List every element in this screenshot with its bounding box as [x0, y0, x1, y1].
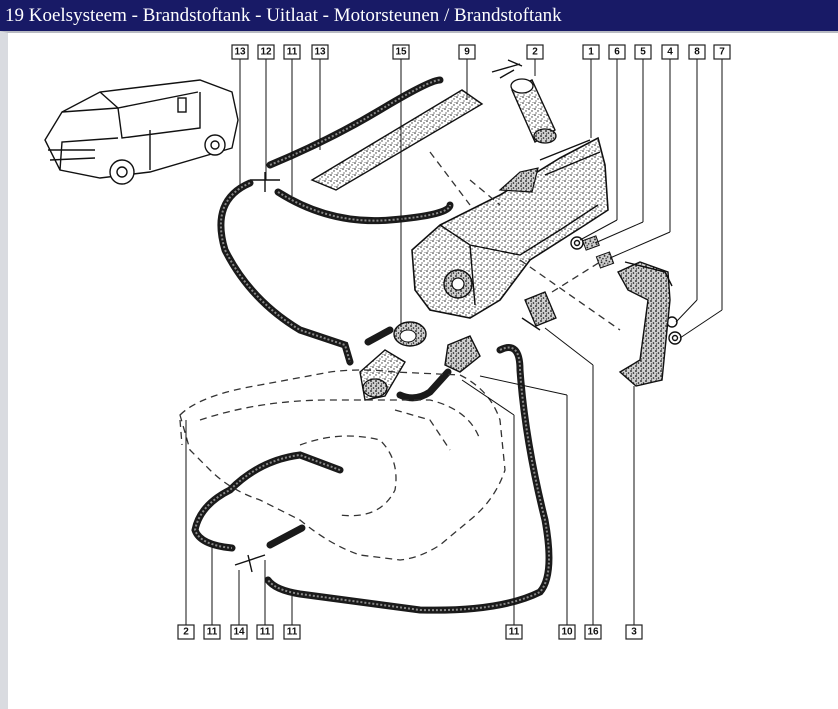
callout-11-e: 11	[505, 624, 523, 640]
svg-text:16: 16	[587, 627, 599, 638]
callout-9: 9	[458, 44, 476, 60]
callout-1: 1	[582, 44, 600, 60]
callout-11-c: 11	[256, 624, 274, 640]
svg-text:13: 13	[234, 47, 246, 58]
callout-labels: 13 12 11 13 15 9 2 1 6 5 4 8 7 2 11 14 1…	[177, 44, 731, 640]
svg-text:14: 14	[233, 627, 245, 638]
callout-6: 6	[608, 44, 626, 60]
clip-16	[521, 291, 557, 331]
callout-13-b: 13	[311, 44, 329, 60]
valve-10	[444, 335, 481, 373]
callout-2-b: 2	[177, 624, 195, 640]
fuel-pump	[491, 59, 557, 144]
t-connector-14	[234, 554, 266, 573]
filler-cap-15	[393, 321, 427, 347]
tank-outline-dashed	[179, 369, 506, 561]
svg-text:9: 9	[464, 47, 470, 58]
callout-2-a: 2	[526, 44, 544, 60]
hose-lower-stub	[266, 524, 306, 549]
t-connector-12	[250, 172, 280, 192]
hose-lower-left	[191, 451, 344, 552]
car-illustration	[44, 79, 239, 185]
exploded-parts-diagram: 13 12 11 13 15 9 2 1 6 5 4 8 7 2 11 14 1…	[44, 44, 731, 640]
svg-text:11: 11	[509, 627, 520, 638]
hose-short-valve	[396, 368, 452, 402]
svg-text:13: 13	[314, 47, 326, 58]
callout-10: 10	[558, 624, 576, 640]
callout-11-d: 11	[283, 624, 301, 640]
assembly-guides	[179, 151, 621, 446]
callout-14: 14	[230, 624, 248, 640]
callout-4: 4	[661, 44, 679, 60]
svg-text:10: 10	[561, 627, 573, 638]
svg-text:11: 11	[207, 627, 218, 638]
hose-left	[217, 179, 354, 366]
callout-12: 12	[257, 44, 275, 60]
fuel-tank	[411, 136, 609, 319]
fastener-set	[570, 235, 682, 345]
callout-3: 3	[625, 624, 643, 640]
window-title: 19 Koelsysteem - Brandstoftank - Uitlaat…	[0, 0, 838, 31]
heat-shield-strip	[310, 89, 484, 191]
svg-text:2: 2	[532, 47, 538, 58]
svg-text:11: 11	[260, 627, 271, 638]
hose-stub	[364, 326, 394, 346]
filler-pipe	[359, 349, 406, 401]
callout-5: 5	[634, 44, 652, 60]
svg-text:8: 8	[694, 47, 700, 58]
callout-11-b: 11	[203, 624, 221, 640]
callout-15: 15	[392, 44, 410, 60]
svg-text:2: 2	[183, 627, 189, 638]
svg-text:6: 6	[614, 47, 620, 58]
svg-text:4: 4	[667, 47, 673, 58]
callout-11-a: 11	[283, 44, 301, 60]
svg-text:3: 3	[631, 627, 637, 638]
callout-13-a: 13	[231, 44, 249, 60]
tank-strap-bracket	[617, 261, 673, 387]
svg-text:5: 5	[640, 47, 646, 58]
callout-8: 8	[688, 44, 706, 60]
diagram-panel	[0, 31, 838, 709]
callout-7: 7	[713, 44, 731, 60]
svg-text:1: 1	[588, 47, 594, 58]
svg-text:11: 11	[287, 627, 298, 638]
leader-lines	[185, 59, 723, 625]
callout-16: 16	[584, 624, 602, 640]
hose-long-right	[264, 344, 553, 614]
svg-text:7: 7	[719, 47, 725, 58]
svg-text:11: 11	[287, 47, 298, 58]
svg-text:15: 15	[395, 47, 407, 58]
svg-text:12: 12	[260, 47, 272, 58]
